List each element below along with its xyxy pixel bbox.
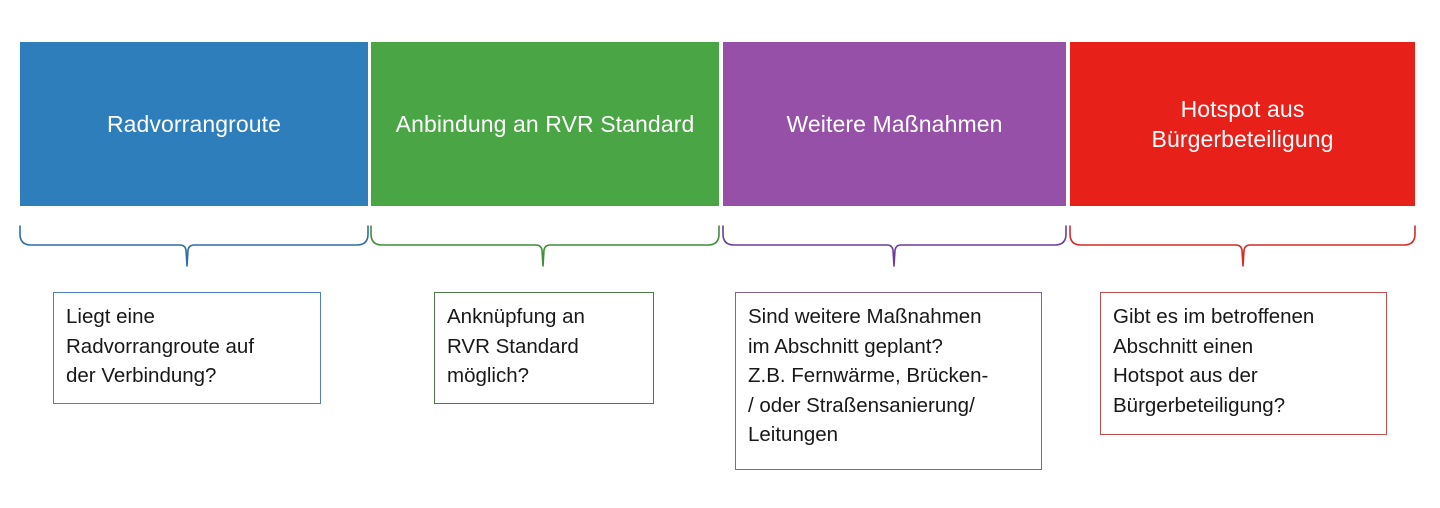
brace-radvorrangroute xyxy=(19,225,369,267)
question-box-hotspot-buergerbeteiligung[interactable]: Gibt es im betroffenen Abschnitt einen H… xyxy=(1100,292,1387,435)
header-box-anbindung-rvr-standard[interactable]: Anbindung an RVR Standard xyxy=(371,42,719,206)
question-box-weitere-massnahmen[interactable]: Sind weitere Maßnahmen im Abschnitt gepl… xyxy=(735,292,1042,470)
brace-weitere-massnahmen xyxy=(722,225,1067,267)
brace-hotspot-buergerbeteiligung xyxy=(1069,225,1416,267)
question-box-anbindung-rvr-standard[interactable]: Anknüpfung an RVR Standard möglich? xyxy=(434,292,654,404)
question-box-radvorrangroute[interactable]: Liegt eine Radvorrangroute auf der Verbi… xyxy=(53,292,321,404)
header-box-radvorrangroute[interactable]: Radvorrangroute xyxy=(20,42,368,206)
header-box-weitere-massnahmen[interactable]: Weitere Maßnahmen xyxy=(723,42,1066,206)
brace-anbindung-rvr-standard xyxy=(370,225,720,267)
header-box-hotspot-buergerbeteiligung[interactable]: Hotspot aus Bürgerbeteiligung xyxy=(1070,42,1415,206)
